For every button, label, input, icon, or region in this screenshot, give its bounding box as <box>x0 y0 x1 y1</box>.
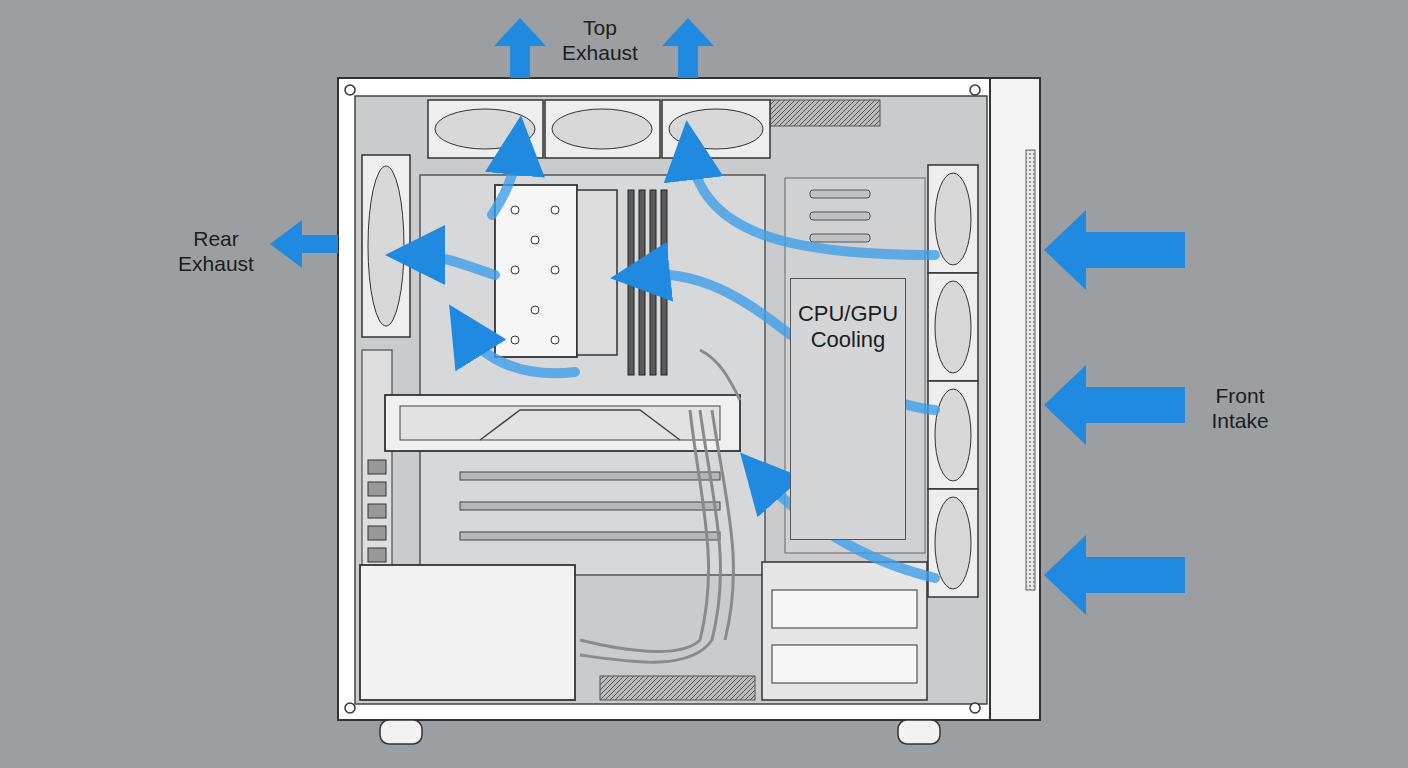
rear-fan-blades <box>368 166 404 326</box>
case-screws <box>345 85 980 713</box>
case-interior <box>355 96 987 704</box>
graphics-card <box>385 395 740 451</box>
cpu-heatsink <box>495 185 577 357</box>
front-fans <box>928 165 978 597</box>
node-label: CPU/GPU Cooling <box>791 279 905 353</box>
drive-cage <box>762 562 927 700</box>
front-mesh <box>1026 150 1035 590</box>
tray-slots <box>810 190 870 242</box>
rear-fan <box>362 155 410 337</box>
airflow-paths <box>415 145 935 578</box>
case-feet <box>380 720 940 744</box>
motherboard <box>420 175 765 575</box>
rear-io <box>362 350 392 580</box>
cable-tray <box>785 178 925 553</box>
exhaust-intake-arrows <box>270 18 1185 615</box>
heatsink-holes <box>511 206 559 344</box>
ram-sticks <box>628 190 667 375</box>
gpu-detail <box>480 410 680 440</box>
top-vent <box>770 100 880 126</box>
airflow-label: Top Exhaust <box>545 15 655 65</box>
cooler-fan <box>577 190 617 355</box>
airflow-label: Front Intake <box>1185 383 1295 433</box>
panel-box: CPU/GPU Cooling <box>790 278 906 540</box>
drives <box>772 590 917 683</box>
top-fans <box>428 100 770 158</box>
pcie-slots <box>460 472 720 540</box>
front-panel <box>990 78 1040 720</box>
shroud-vent <box>600 676 755 700</box>
airflow-label: Rear Exhaust <box>161 226 271 276</box>
power-supply <box>360 565 575 700</box>
gpu-shroud <box>400 406 720 440</box>
power-cables <box>580 350 740 662</box>
expansion-slots <box>368 460 386 562</box>
case-outer <box>338 78 1038 720</box>
